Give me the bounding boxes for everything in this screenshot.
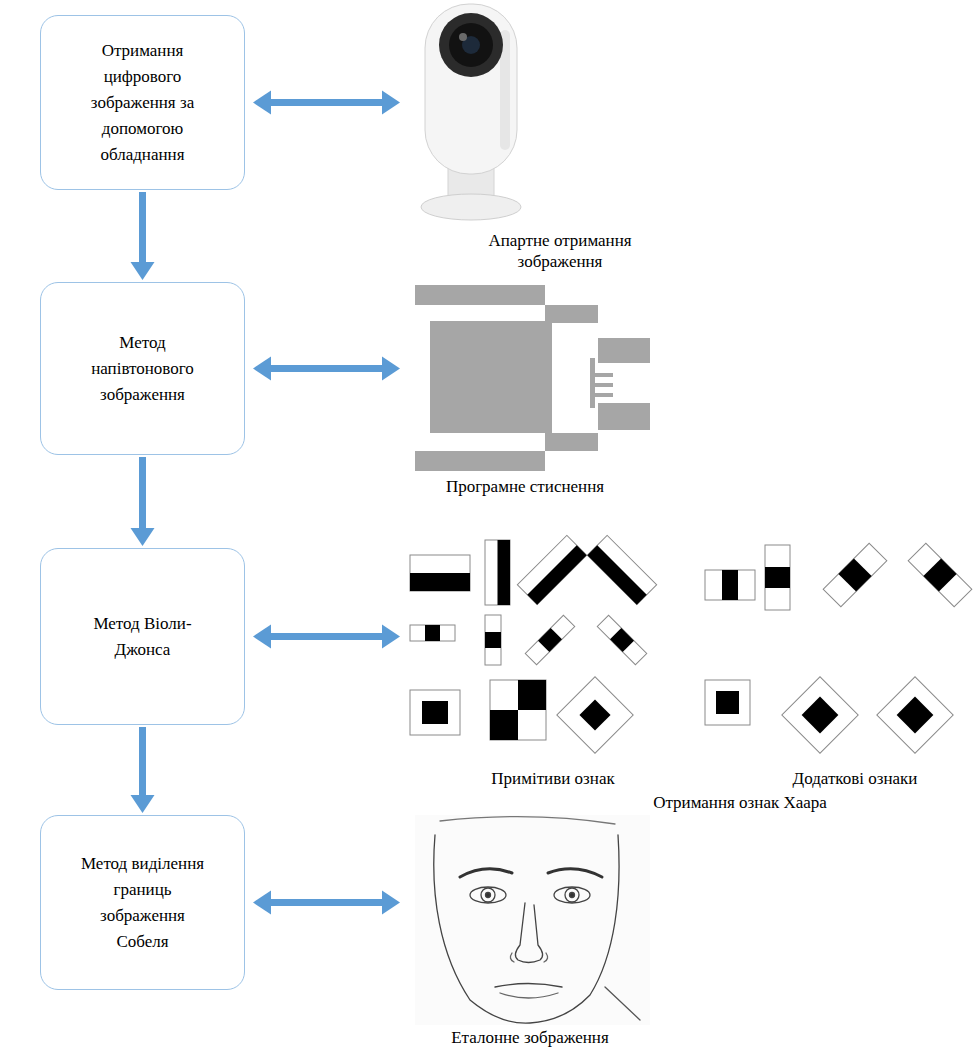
haar-feature — [410, 555, 470, 591]
haar-feature — [765, 545, 790, 610]
haar-feature — [517, 535, 586, 604]
flow-arrow — [131, 727, 155, 813]
haar-feature — [485, 540, 510, 605]
arrow-head — [131, 262, 155, 280]
camera-illustration — [421, 4, 521, 220]
flow-arrow — [253, 625, 400, 649]
process-box: Отримання цифрового зображення за допомо… — [40, 15, 245, 190]
haar-feature — [490, 680, 546, 740]
haar-features — [410, 535, 972, 753]
haar-feature — [705, 680, 750, 725]
arrow-head — [382, 91, 400, 115]
compression-icon — [415, 285, 650, 471]
arrow-shaft — [139, 727, 146, 797]
arrow-shaft — [269, 633, 384, 640]
arrow-head — [253, 91, 271, 115]
arrow-head — [382, 625, 400, 649]
arrow-shaft — [269, 365, 384, 372]
arrow-head — [131, 528, 155, 546]
caption: Апартне отримання зображення — [460, 230, 660, 272]
haar-feature — [410, 625, 455, 641]
flow-arrow — [131, 457, 155, 546]
haar-feature — [557, 677, 633, 753]
haar-feature — [485, 615, 501, 665]
box-label: Метод напівтонового зображення — [77, 330, 209, 408]
illustration-panel: Програмне стиснення — [400, 280, 730, 500]
haar-feature — [782, 677, 858, 753]
caption: Отримання ознак Хаара — [640, 792, 840, 813]
arrow-shaft — [139, 192, 146, 264]
arrow-head — [382, 891, 400, 915]
haar-feature — [525, 615, 574, 664]
haar-feature — [587, 535, 656, 604]
haar-feature — [908, 543, 972, 607]
arrow-head — [253, 891, 271, 915]
haar-feature — [410, 690, 460, 735]
process-box: Метод виділення границь зображення Собел… — [40, 815, 245, 990]
caption: Програмне стиснення — [400, 476, 650, 497]
box-label: Метод виділення границь зображення Собел… — [77, 851, 209, 955]
box-label: Метод Віоли-Джонса — [77, 611, 209, 663]
process-box: Метод напівтонового зображення — [40, 282, 245, 455]
arrow-shaft — [139, 457, 146, 530]
arrow-head — [382, 357, 400, 381]
box-label: Отримання цифрового зображення за допомо… — [77, 38, 209, 168]
caption: Додаткові ознаки — [755, 768, 955, 789]
haar-feature — [597, 615, 646, 664]
caption: Еталонне зображення — [430, 1027, 630, 1048]
illustration-panel: Еталонне зображення — [400, 815, 730, 1050]
illustration-panel: Примітиви ознак Додаткові ознакиОтримання… — [400, 520, 975, 815]
arrow-head — [253, 625, 271, 649]
arrow-head — [131, 795, 155, 813]
process-box: Метод Віоли-Джонса — [40, 548, 245, 725]
illustration-panel: Апартне отримання зображення — [400, 0, 730, 278]
arrow-shaft — [269, 99, 384, 106]
face-sketch — [415, 815, 650, 1025]
flow-arrow — [131, 192, 155, 280]
flow-arrow — [253, 357, 400, 381]
arrow-shaft — [269, 899, 384, 906]
haar-feature — [705, 570, 755, 600]
flow-arrow — [253, 891, 400, 915]
haar-feature — [823, 543, 887, 607]
caption: Примітиви ознак — [453, 768, 653, 789]
haar-feature — [877, 677, 953, 753]
flow-arrow — [253, 91, 400, 115]
arrow-head — [253, 357, 271, 381]
